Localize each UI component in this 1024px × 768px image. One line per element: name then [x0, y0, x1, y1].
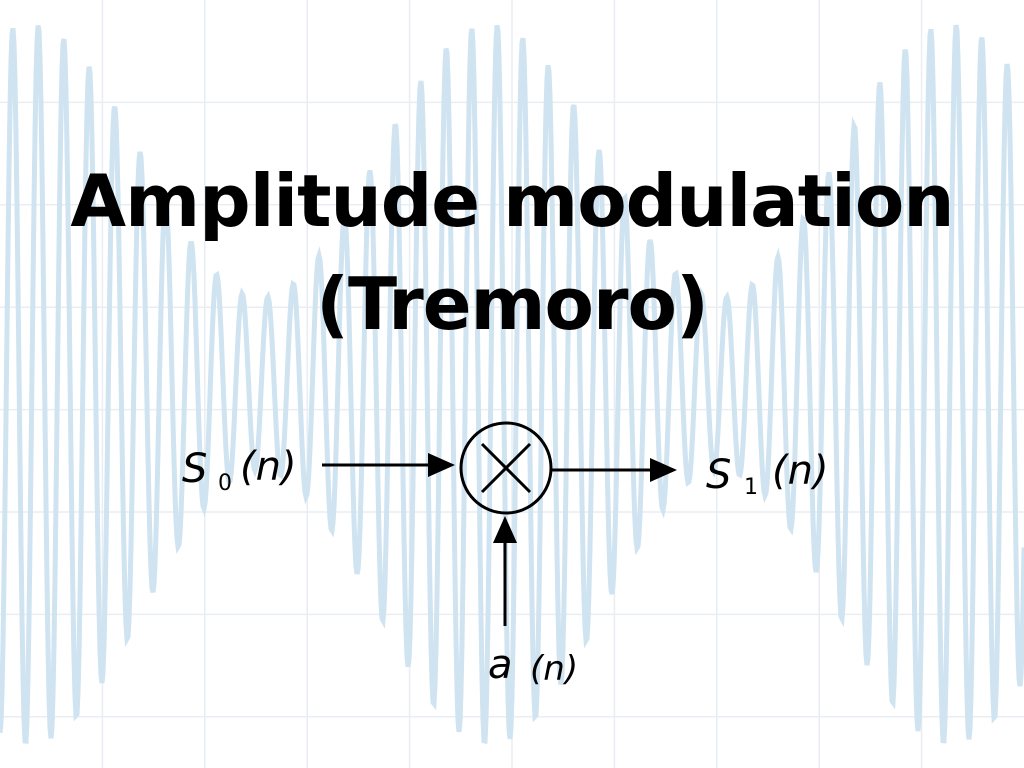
modulator-signal-label: a (n) [488, 642, 578, 689]
svg-text:a: a [488, 642, 513, 688]
page-title: Amplitude modulation [70, 159, 954, 243]
svg-text:S: S [706, 452, 731, 498]
svg-text:S: S [182, 446, 207, 492]
svg-text:(n): (n) [772, 448, 829, 494]
page-subtitle: (Tremoro) [316, 262, 709, 346]
svg-text:0: 0 [218, 471, 232, 496]
output-signal-label: S 1 (n) [706, 448, 829, 500]
input-signal-label: S 0 (n) [182, 444, 297, 496]
svg-text:1: 1 [744, 475, 758, 500]
svg-text:(n): (n) [240, 444, 297, 490]
modulated-wave [0, 24, 1024, 745]
multiply-circle-icon [459, 421, 553, 515]
svg-text:(n): (n) [530, 649, 578, 689]
